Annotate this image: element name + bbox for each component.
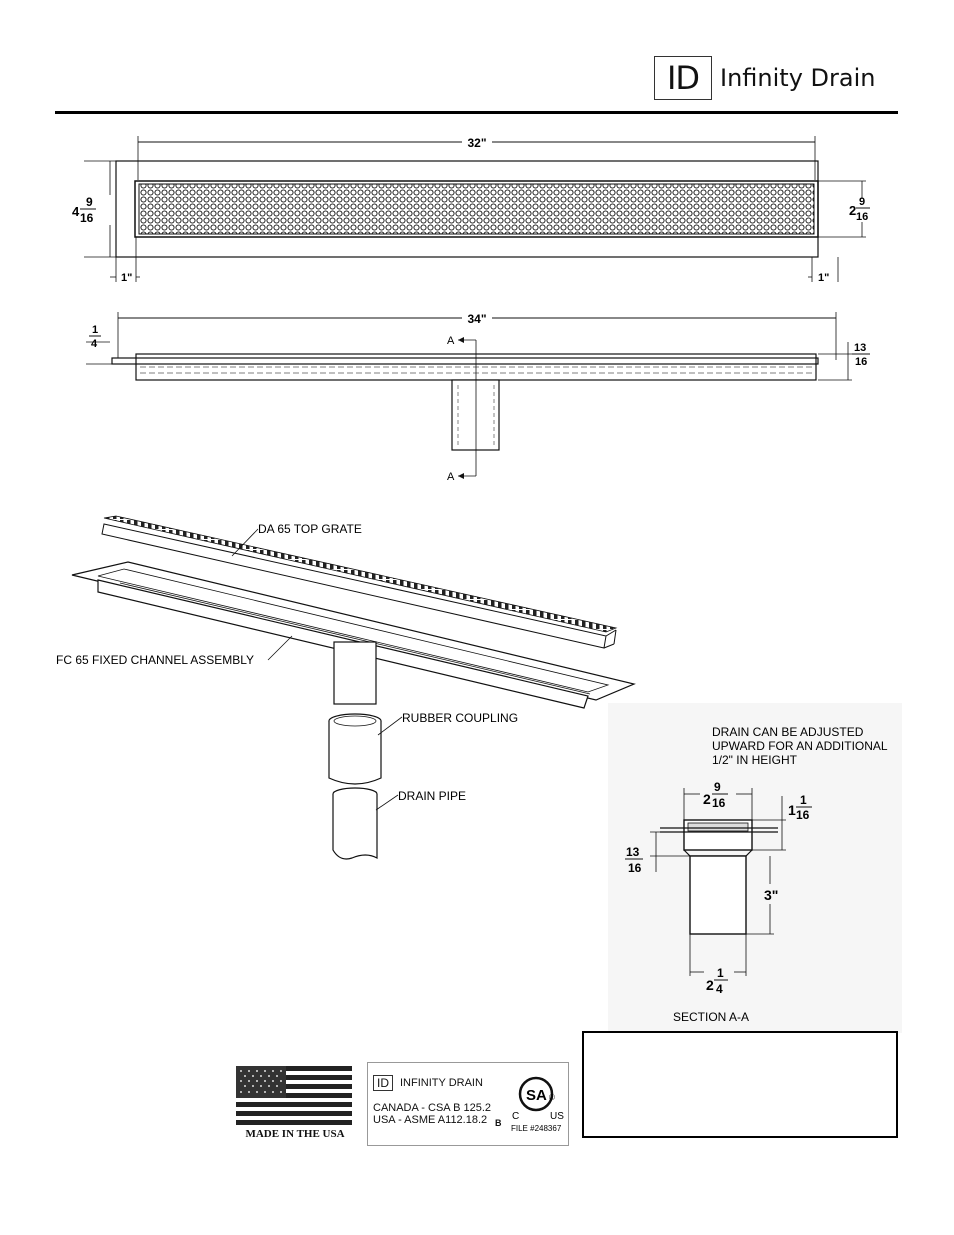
csa-file: FILE #248367 (511, 1124, 562, 1133)
section-view: DRAIN CAN BE ADJUSTED UPWARD FOR AN ADDI… (608, 703, 902, 1033)
top-view-left-offset: 1" (121, 272, 132, 284)
csa-reg: ® (549, 1093, 555, 1102)
section-note-line3: 1/2" IN HEIGHT (712, 753, 798, 767)
section-view-panel (608, 703, 902, 1033)
top-view-right-offset: 1" (818, 272, 829, 284)
header-rule (55, 111, 898, 114)
csa-brand: INFINITY DRAIN (400, 1077, 483, 1089)
brand-logo-mark: ID (654, 56, 712, 100)
top-view-grate-width-num: 9 (859, 196, 865, 208)
section-height-den: 16 (796, 808, 810, 822)
notes-box (582, 1031, 898, 1138)
section-depth-num: 13 (626, 845, 640, 859)
section-top-width-num: 9 (714, 780, 721, 794)
side-view-outlet (451, 379, 500, 451)
exploded-coupling (328, 721, 382, 785)
section-outlet-width-num: 1 (717, 966, 724, 980)
csa-logo-mark: ID (373, 1075, 393, 1091)
exploded-grate-teeth (103, 515, 618, 633)
side-view-flange-num: 1 (92, 324, 98, 336)
side-view: 34" A A 1 4 13 16 (86, 311, 870, 483)
top-view-width-whole: 4 (72, 204, 80, 219)
section-note-line1: DRAIN CAN BE ADJUSTED (712, 725, 864, 739)
top-view-width-den: 16 (80, 211, 94, 225)
csa-c: C (512, 1111, 519, 1122)
section-outlet (689, 855, 747, 935)
side-view-depth-num: 13 (854, 342, 866, 354)
usa-flag (236, 1066, 352, 1126)
section-top-width-whole: 2 (703, 791, 711, 807)
exploded-outlet (333, 641, 377, 705)
brand-name: Infinity Drain (720, 64, 876, 92)
side-view-length-label: 34" (467, 312, 486, 326)
channel-label: FC 65 FIXED CHANNEL ASSEMBLY (56, 653, 254, 667)
top-view-length-label: 32" (467, 136, 486, 150)
certification-badge (367, 1062, 569, 1146)
made-in-usa-caption: MADE IN THE USA (245, 1128, 345, 1140)
section-note-line2: UPWARD FOR AN ADDITIONAL (712, 739, 888, 753)
exploded-view: DA 65 TOP GRATE FC 65 FIXED CHANNEL ASSE… (56, 515, 636, 860)
csa-us: US (550, 1111, 564, 1122)
section-mark-top: A (447, 335, 455, 347)
pipe-label: DRAIN PIPE (398, 789, 466, 803)
exploded-pipe (332, 794, 378, 860)
top-view-grate-border (134, 180, 819, 238)
section-mark-bottom: A (447, 471, 455, 483)
top-view: 32" 4 9 16 2 9 16 1" 1" (72, 135, 870, 284)
csa-b-mark: B (495, 1118, 502, 1128)
coupling-label: RUBBER COUPLING (402, 711, 518, 725)
top-view-grate-width-whole: 2 (849, 203, 856, 218)
section-outlet-width-whole: 2 (706, 977, 714, 993)
csa-mark-text: SA (526, 1087, 547, 1104)
grate-label: DA 65 TOP GRATE (258, 522, 362, 536)
csa-line-canada: CANADA - CSA B 125.2 (373, 1102, 491, 1114)
top-view-width-num: 9 (86, 195, 93, 209)
section-top-width-den: 16 (712, 796, 726, 810)
csa-mark-icon: SA ® C US FILE #248367 (511, 1076, 564, 1133)
top-view-grate-perforation (138, 183, 815, 235)
section-outlet-length: 3" (764, 887, 778, 903)
section-outlet-width-den: 4 (716, 982, 723, 996)
side-view-flange-den: 4 (91, 338, 98, 350)
section-title: SECTION A-A (673, 1010, 749, 1024)
side-view-flange (111, 357, 819, 365)
section-depth-den: 16 (628, 861, 642, 875)
section-height-num: 1 (800, 793, 807, 807)
side-view-depth-den: 16 (855, 356, 867, 368)
csa-line-usa: USA - ASME A112.18.2 (373, 1114, 488, 1126)
section-height-whole: 1 (788, 802, 796, 818)
top-view-grate-width-den: 16 (856, 211, 868, 223)
